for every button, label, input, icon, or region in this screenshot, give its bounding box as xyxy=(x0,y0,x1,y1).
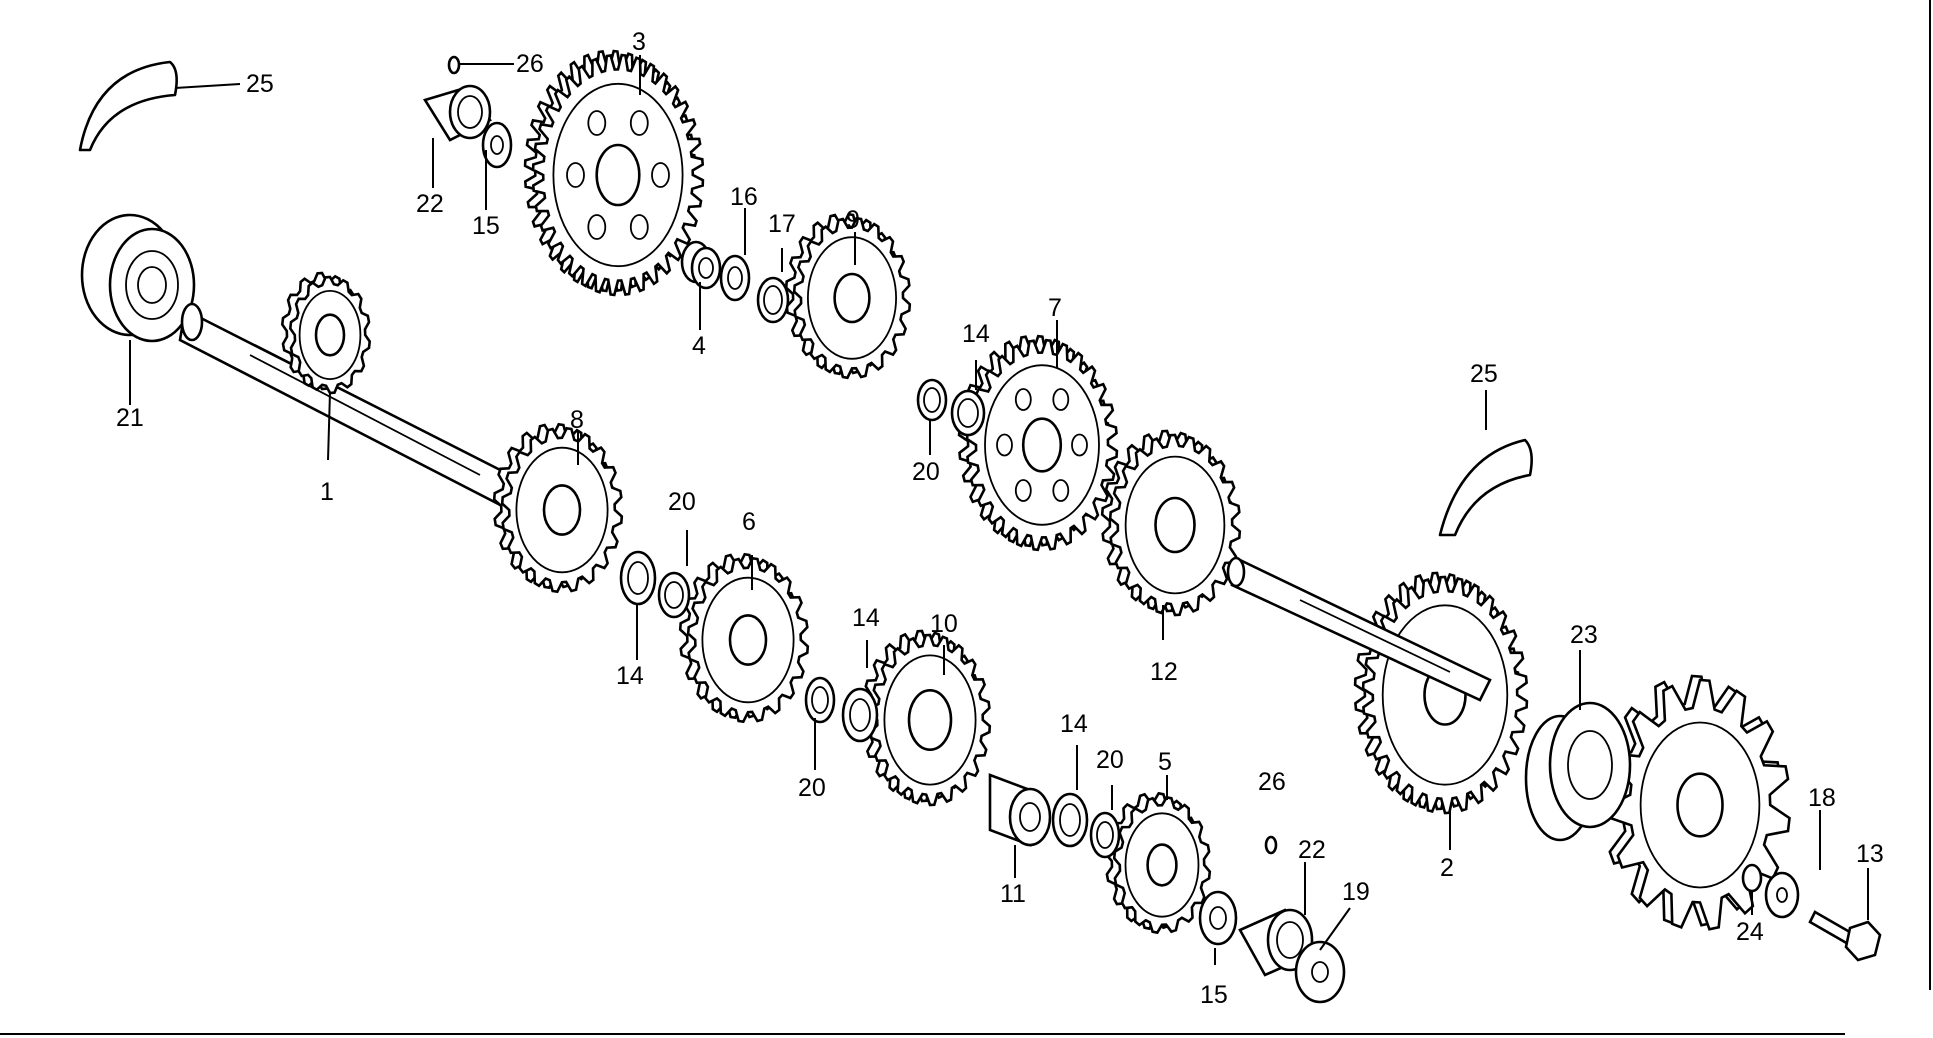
callout-25-right: 25 xyxy=(1470,360,1498,388)
callout-14-lower: 14 xyxy=(852,604,880,632)
callout-20-right: 20 xyxy=(1096,746,1124,774)
callout-10: 10 xyxy=(930,610,958,638)
callout-15-top: 15 xyxy=(472,212,500,240)
callout-5: 5 xyxy=(1158,748,1172,776)
callout-20-mid-upper: 20 xyxy=(912,458,940,486)
lock-washer-14-right xyxy=(1051,792,1089,848)
oil-seal-19 xyxy=(1294,940,1346,1004)
lock-washer-14-left xyxy=(619,550,657,606)
pin-26-lower xyxy=(1264,835,1278,855)
gear-7 xyxy=(957,334,1119,552)
needle-bearing-22-top xyxy=(422,84,493,142)
gear-3-large xyxy=(523,49,705,297)
callout-22-lower: 22 xyxy=(1298,836,1326,864)
callout-15-lower: 15 xyxy=(1200,981,1228,1009)
callout-18: 18 xyxy=(1808,784,1836,812)
gear-8 xyxy=(492,422,624,594)
gear-5 xyxy=(1104,791,1212,935)
lock-plate-24 xyxy=(1741,863,1763,893)
circlip-20-lower xyxy=(804,676,836,724)
washer-15-top xyxy=(481,121,513,169)
callout-20-lower: 20 xyxy=(798,774,826,802)
callout-25-left: 25 xyxy=(246,70,274,98)
gear-10 xyxy=(860,629,992,807)
shaft-spline-end xyxy=(180,302,204,342)
callout-24: 24 xyxy=(1736,918,1764,946)
callout-14-mid-upper: 14 xyxy=(962,320,990,348)
callout-11: 11 xyxy=(1000,880,1026,908)
callout-2: 2 xyxy=(1440,854,1454,882)
circlip-17 xyxy=(756,276,790,324)
callout-12: 12 xyxy=(1150,658,1178,686)
callout-9: 9 xyxy=(846,206,860,234)
pin-26-top xyxy=(447,55,461,75)
bush-11 xyxy=(988,773,1052,847)
callout-21: 21 xyxy=(116,404,144,432)
leader-lines xyxy=(129,55,1869,965)
circlip-20-right xyxy=(1089,811,1121,859)
callout-4: 4 xyxy=(692,332,706,360)
callout-14-left: 14 xyxy=(616,662,644,690)
bearing-23 xyxy=(1524,701,1632,842)
gear-1-pinion xyxy=(280,271,372,395)
callout-14-right: 14 xyxy=(1060,710,1088,738)
callout-19: 19 xyxy=(1342,878,1370,906)
callout-17: 17 xyxy=(768,210,796,238)
gear-12 xyxy=(1100,429,1242,617)
washer-15-lower xyxy=(1198,890,1238,946)
circlip-25-right xyxy=(1438,438,1533,537)
washer-18 xyxy=(1764,871,1800,919)
lock-washer-14-lower xyxy=(841,687,879,743)
bolt-13 xyxy=(1808,910,1882,962)
callout-26-top: 26 xyxy=(516,50,544,78)
countershaft-2 xyxy=(1226,556,1492,702)
callout-16: 16 xyxy=(730,183,758,211)
callout-13: 13 xyxy=(1856,840,1884,868)
callout-8: 8 xyxy=(570,406,584,434)
ball-bearing-21 xyxy=(80,213,196,343)
gear-6 xyxy=(678,552,810,724)
callout-6: 6 xyxy=(742,508,756,536)
sprocket xyxy=(1600,674,1791,931)
circlip-25-left xyxy=(78,60,178,152)
callout-1: 1 xyxy=(320,478,334,506)
callout-22-top: 22 xyxy=(416,190,444,218)
gear-9 xyxy=(784,212,912,380)
callout-labels: 26 3 25 22 15 21 1 8 16 17 9 4 14 7 20 2… xyxy=(116,28,1884,1009)
circlip-20-mid-upper xyxy=(916,378,948,422)
callout-20-left: 20 xyxy=(668,488,696,516)
lock-washer-14-mid-upper xyxy=(950,389,986,437)
callout-7: 7 xyxy=(1048,294,1062,322)
callout-3: 3 xyxy=(632,28,646,56)
gear-2 xyxy=(1353,571,1529,815)
bush-4 xyxy=(680,240,722,290)
circlip-20-left xyxy=(657,571,691,619)
callout-23: 23 xyxy=(1570,621,1598,649)
callout-26-lower: 26 xyxy=(1258,768,1286,796)
washer-16 xyxy=(719,254,751,302)
